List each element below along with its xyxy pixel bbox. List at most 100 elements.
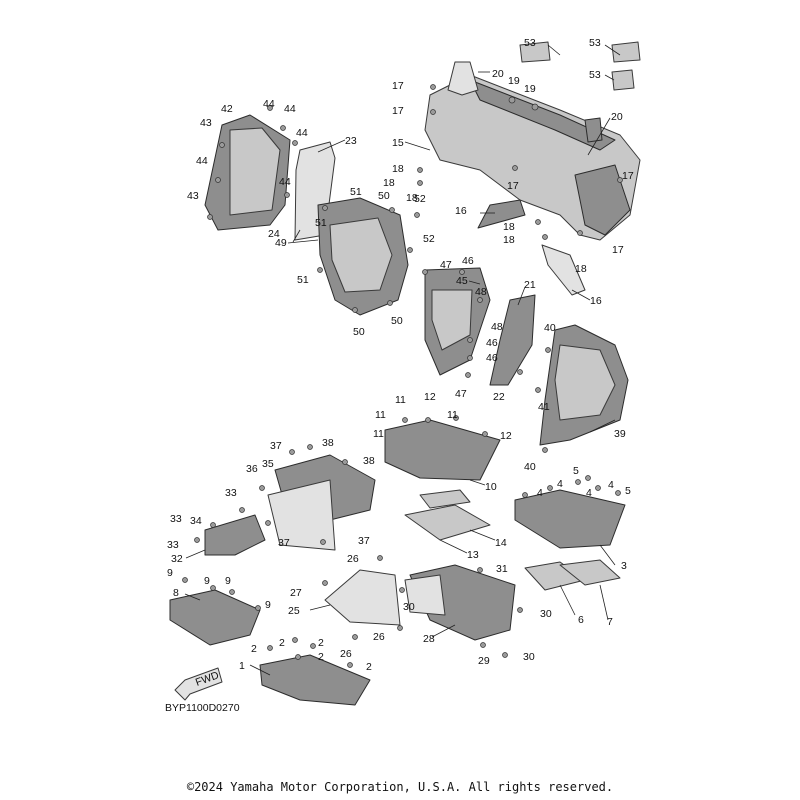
callout-label: 11 xyxy=(395,394,406,406)
callout-label: 37 xyxy=(358,535,370,547)
callout-label: 35 xyxy=(262,458,274,470)
callout-label: 9 xyxy=(167,567,173,579)
callout-label: 1 xyxy=(239,660,245,672)
callout-label: 39 xyxy=(614,428,626,440)
callout-label: 50 xyxy=(378,190,390,202)
callout-label: 20 xyxy=(492,68,504,80)
callout-label: 27 xyxy=(290,587,302,599)
callout-label: 42 xyxy=(221,103,233,115)
callout-label: 51 xyxy=(350,186,362,198)
callout-label: 51 xyxy=(297,274,309,286)
callout-label: 34 xyxy=(190,515,202,527)
left-side-panel xyxy=(204,114,336,241)
callout-label: 51 xyxy=(315,217,327,229)
callout-label: 26 xyxy=(340,648,352,660)
callout-label: 5 xyxy=(573,465,579,477)
callout-label: 25 xyxy=(288,605,300,617)
left-cover-panel xyxy=(204,454,376,556)
callout-label: 4 xyxy=(557,478,563,490)
diagram-code: BYP1100D0270 xyxy=(165,702,240,714)
callout-label: 40 xyxy=(524,461,536,473)
callout-label: 47 xyxy=(455,388,467,400)
callout-label: 23 xyxy=(345,135,357,147)
callout-label: 31 xyxy=(496,563,508,575)
callout-label: 10 xyxy=(485,481,497,493)
callout-label: 22 xyxy=(493,391,505,403)
callout-label: 12 xyxy=(424,391,436,403)
callout-label: 41 xyxy=(538,401,550,413)
callout-label: 44 xyxy=(284,103,296,115)
callout-label: 3 xyxy=(621,560,627,572)
leader-lines xyxy=(184,44,621,676)
callout-label: 32 xyxy=(171,553,183,565)
callout-label: 4 xyxy=(608,479,614,491)
callout-label: 52 xyxy=(423,233,435,245)
center-guard-panel xyxy=(317,197,409,316)
fwd-arrow-icon: FWD xyxy=(174,667,223,701)
callout-label: 20 xyxy=(611,111,623,123)
callout-label: 50 xyxy=(391,315,403,327)
callout-label: 17 xyxy=(612,244,624,256)
callout-label: 2 xyxy=(366,661,372,673)
callout-label: 19 xyxy=(508,75,520,87)
callout-label: 53 xyxy=(524,37,536,49)
callout-label: 52 xyxy=(414,193,426,205)
callout-label: 9 xyxy=(204,575,210,587)
callout-label: 11 xyxy=(447,409,458,421)
callout-label: 53 xyxy=(589,37,601,49)
callout-label: 48 xyxy=(475,286,487,298)
callout-label: 29 xyxy=(478,655,490,667)
callout-label: 18 xyxy=(383,177,395,189)
callout-label: 50 xyxy=(353,326,365,338)
callout-label: 28 xyxy=(423,633,435,645)
callout-label: 26 xyxy=(373,631,385,643)
callout-label: 17 xyxy=(392,105,404,117)
callout-label: 46 xyxy=(486,337,498,349)
callout-label: 12 xyxy=(500,430,512,442)
callout-label: 9 xyxy=(265,599,271,611)
callout-label: 44 xyxy=(196,155,208,167)
callout-labels: 53 53 53 20 19 19 17 17 1 5 20 18 18 18 1… xyxy=(167,37,634,673)
callout-label: 17 xyxy=(622,170,634,182)
callout-label: 33 xyxy=(170,513,182,525)
copyright-notice: ©2024 Yamaha Motor Corporation, U.S.A. A… xyxy=(186,780,614,794)
callout-label: 4 xyxy=(537,487,543,499)
callout-label: 53 xyxy=(589,69,601,81)
callout-label: 17 xyxy=(507,180,519,192)
callout-label: 17 xyxy=(392,80,404,92)
callout-label: 16 xyxy=(455,205,467,217)
callout-label: 38 xyxy=(322,437,334,449)
callout-label: 19 xyxy=(524,83,536,95)
callout-label: 18 xyxy=(503,234,515,246)
callout-label: 7 xyxy=(607,616,613,628)
callout-label: 21 xyxy=(524,279,536,291)
callout-label: 2 xyxy=(279,637,285,649)
lower-fender xyxy=(324,564,516,641)
callout-label: 18 xyxy=(503,221,515,233)
callout-label: 44 xyxy=(263,98,275,110)
floor-plate-center xyxy=(384,419,501,541)
callout-label: 2 xyxy=(318,651,324,663)
callout-label: 36 xyxy=(246,463,258,475)
callout-label: 37 xyxy=(278,537,290,549)
callout-label: 40 xyxy=(544,322,556,334)
callout-label: 44 xyxy=(296,127,308,139)
callout-label: 2 xyxy=(251,643,257,655)
callout-label: 33 xyxy=(225,487,237,499)
callout-label: 30 xyxy=(523,651,535,663)
callout-label: 18 xyxy=(406,192,418,204)
callout-label: 45 xyxy=(456,275,468,287)
callout-label: 43 xyxy=(200,117,212,129)
callout-label: 30 xyxy=(403,601,415,613)
callout-label: 4 xyxy=(586,487,592,499)
lower-skid-plates xyxy=(169,589,371,706)
callout-label: 37 xyxy=(270,440,282,452)
callout-label: 46 xyxy=(486,352,498,364)
right-side-cover xyxy=(539,324,629,446)
callout-label: 33 xyxy=(167,539,179,551)
callout-label: 9 xyxy=(225,575,231,587)
callout-label: 24 xyxy=(268,228,280,240)
callout-label: 11 xyxy=(373,428,384,440)
callout-label: 47 xyxy=(440,259,452,271)
